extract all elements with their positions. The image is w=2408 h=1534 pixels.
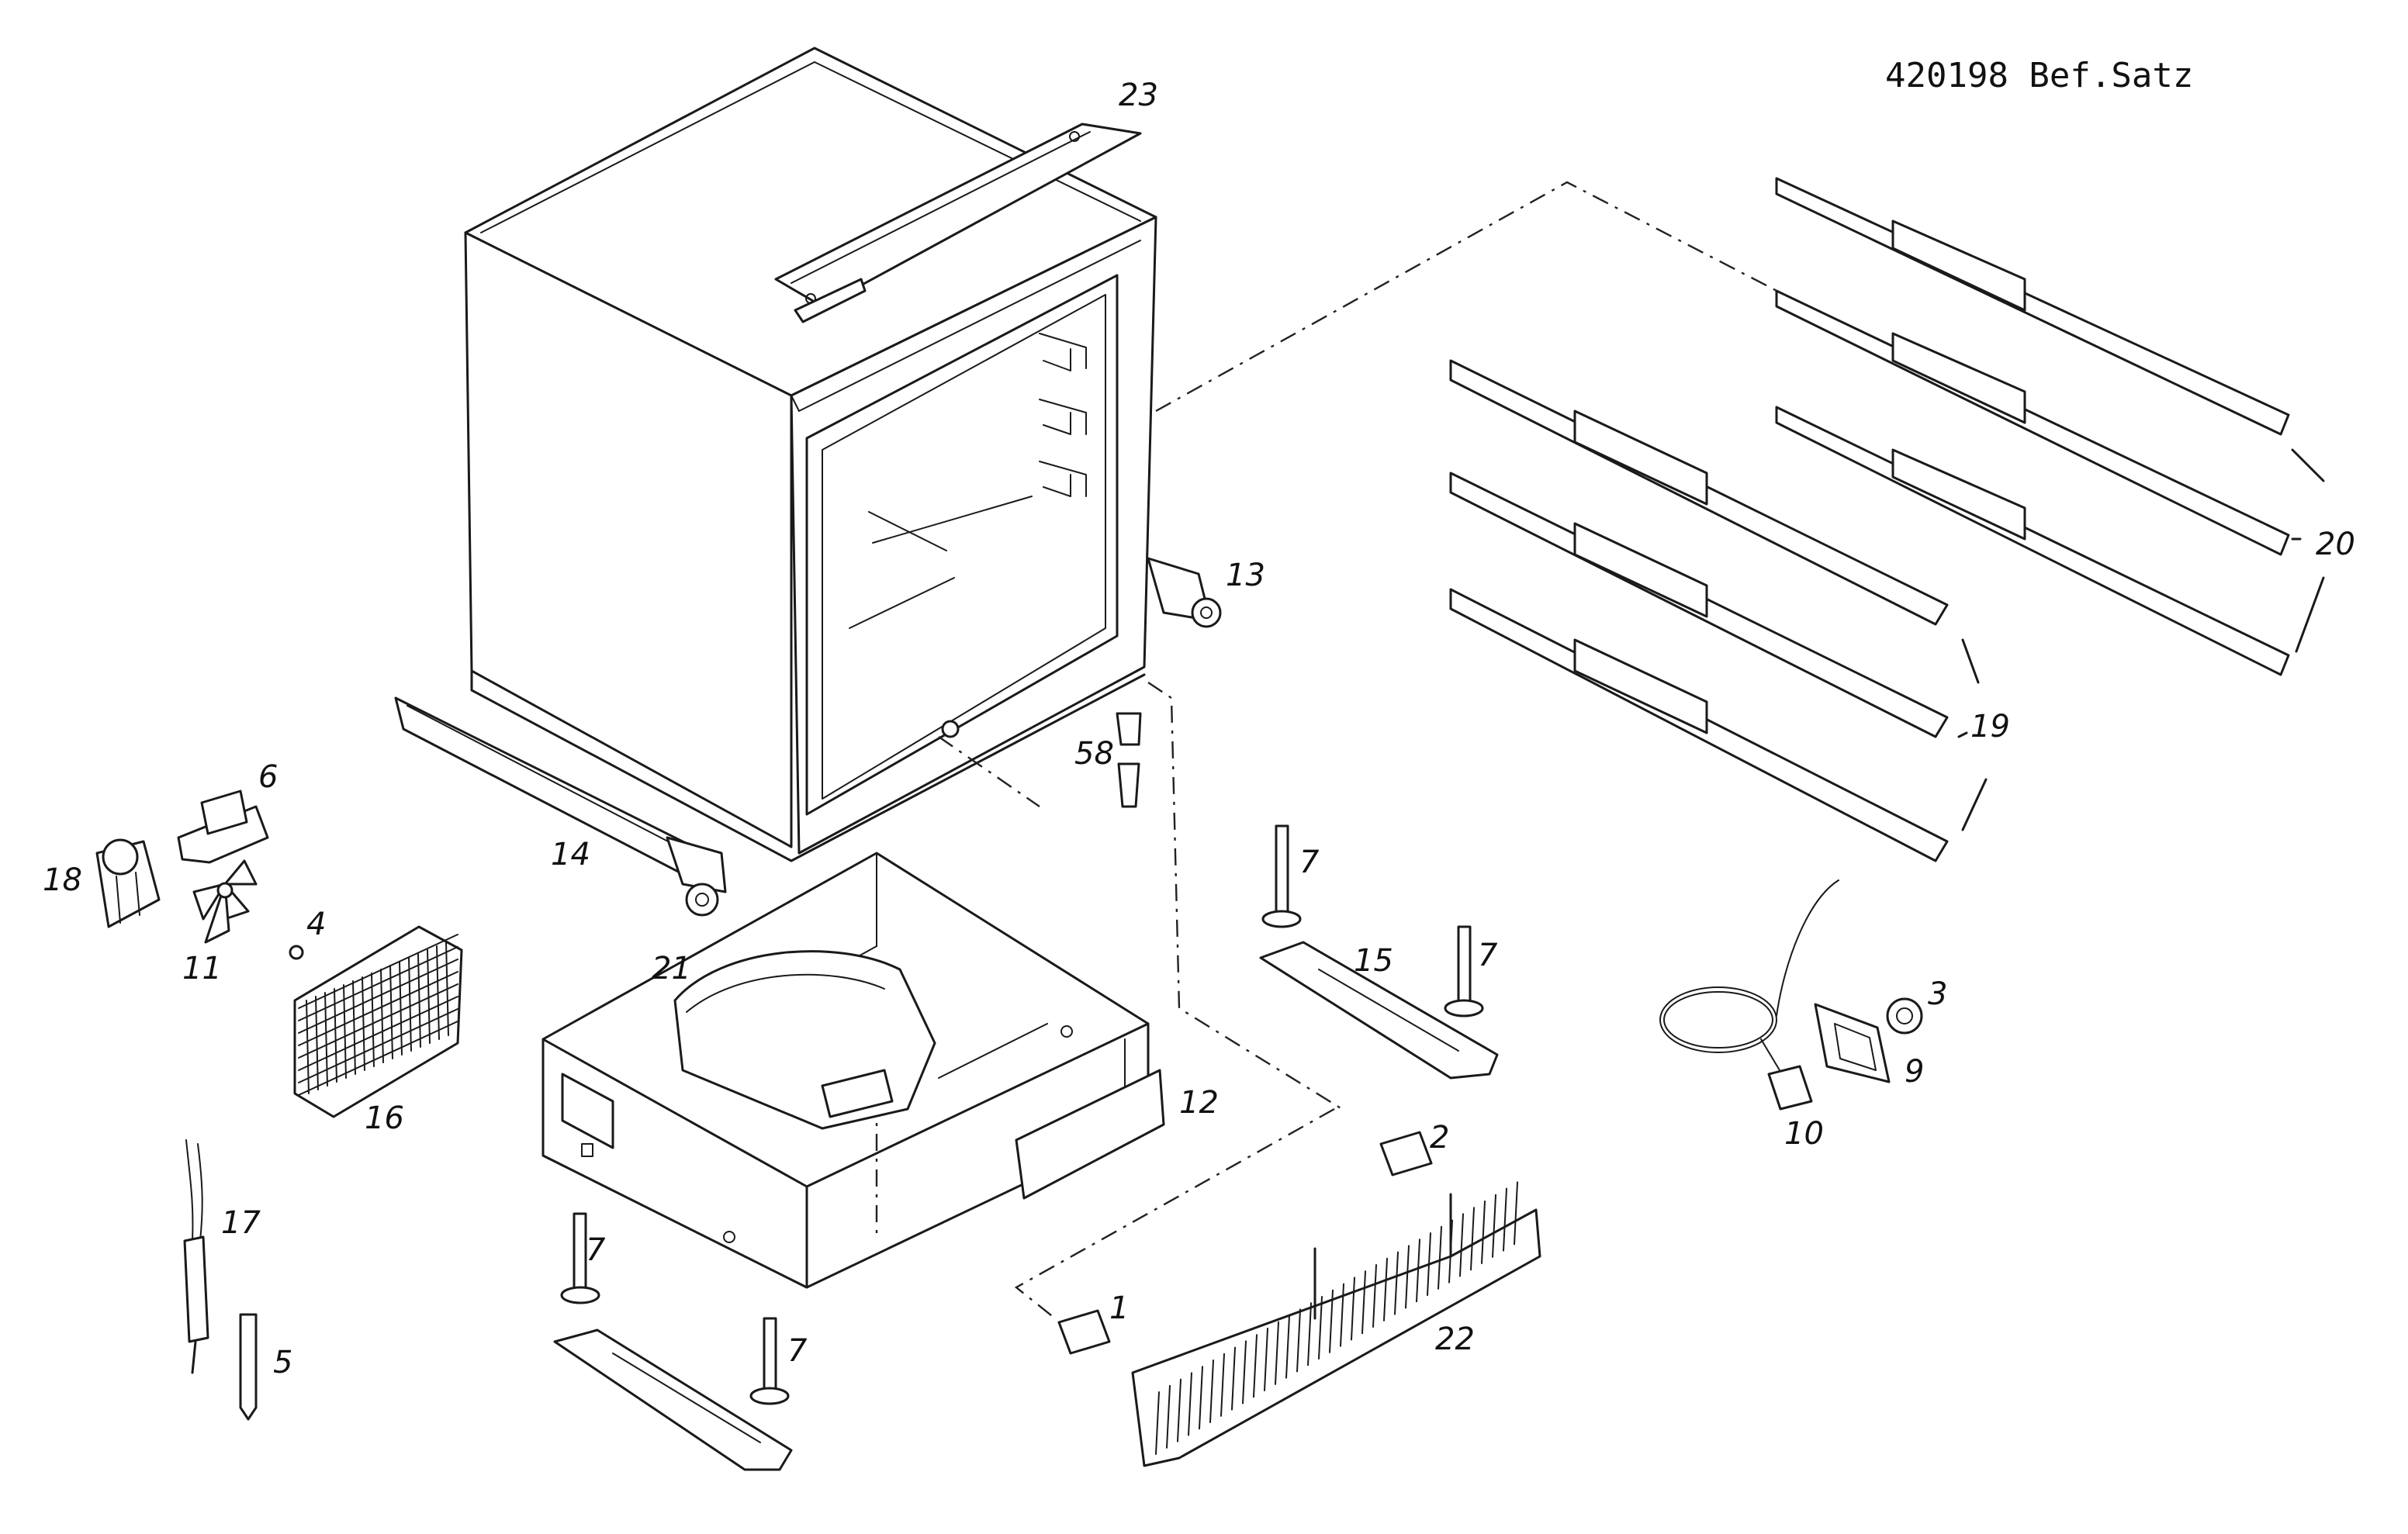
- part-11-fan: [192, 859, 258, 944]
- part-10-switch: [1767, 1065, 1813, 1111]
- reference-number: 420198 Bef.Satz: [1885, 56, 2193, 95]
- callout-5: 5: [273, 1345, 292, 1380]
- callout-17: 17: [221, 1205, 261, 1241]
- assembly-guide-lines: [938, 181, 1785, 1319]
- part-14-side-rail: [394, 696, 727, 917]
- part-15-foot-bracket: [1259, 941, 1499, 1080]
- part-23-top-rail: [774, 123, 1142, 323]
- callout-20: 20: [2316, 527, 2355, 562]
- callout-21: 21: [652, 951, 691, 986]
- part-7-screw-a: [1261, 824, 1302, 928]
- callout-1: 1: [1109, 1290, 1129, 1326]
- part-18-motor: [95, 838, 161, 928]
- callout-2: 2: [1430, 1120, 1449, 1156]
- callout-7b: 7: [1478, 938, 1498, 973]
- part-22-plinth-grille: [1131, 1181, 1541, 1467]
- part-6-bracket: [177, 789, 269, 864]
- callout-15: 15: [1354, 943, 1393, 979]
- part-foot-bracket-lower: [553, 1328, 793, 1471]
- callout-16: 16: [365, 1100, 404, 1136]
- part-1-clip: [1057, 1309, 1111, 1355]
- callout-18: 18: [43, 862, 82, 898]
- part-2-clip: [1379, 1131, 1433, 1176]
- callout-7c: 7: [586, 1232, 606, 1268]
- callout-7a: 7: [1299, 845, 1320, 880]
- callout-3: 3: [1928, 976, 1947, 1012]
- callout-11: 11: [182, 951, 222, 986]
- part-7-screw-d: [749, 1317, 790, 1405]
- part-21-drip-tray: [673, 950, 936, 1130]
- part-12-cover-plate: [1015, 1069, 1165, 1200]
- part-thermostat-cable: [1659, 879, 1839, 1079]
- part-7-screw-c: [560, 1212, 600, 1304]
- callout-58: 58: [1074, 736, 1114, 772]
- callout-10: 10: [1784, 1116, 1824, 1152]
- callout-13: 13: [1226, 558, 1265, 593]
- callout-9: 9: [1905, 1054, 1924, 1090]
- part-17-sensor: [183, 1139, 209, 1374]
- callout-12: 12: [1179, 1085, 1219, 1121]
- leader-19: [1957, 638, 1988, 831]
- leader-20: [2291, 448, 2325, 653]
- part-9-thermostat-plate: [1814, 1003, 1891, 1083]
- part-19-slides: [1449, 359, 1949, 862]
- callout-19: 19: [1970, 709, 2010, 745]
- callout-4: 4: [306, 907, 326, 942]
- cabinet-housing: [464, 47, 1157, 862]
- part-13-hinge: [1147, 557, 1222, 628]
- part-4-nut: [289, 945, 304, 960]
- part-16-condenser: [293, 925, 463, 1118]
- callout-7d: 7: [787, 1333, 808, 1369]
- part-20-slides: [1775, 177, 2290, 676]
- part-3-knob: [1886, 997, 1923, 1035]
- part-58-plugs: [1116, 712, 1142, 808]
- callout-14: 14: [551, 837, 590, 872]
- callout-23: 23: [1119, 78, 1158, 113]
- callout-22: 22: [1435, 1322, 1475, 1357]
- callout-6: 6: [258, 759, 278, 795]
- part-5-pin: [239, 1313, 258, 1421]
- part-7-screw-b: [1444, 925, 1484, 1017]
